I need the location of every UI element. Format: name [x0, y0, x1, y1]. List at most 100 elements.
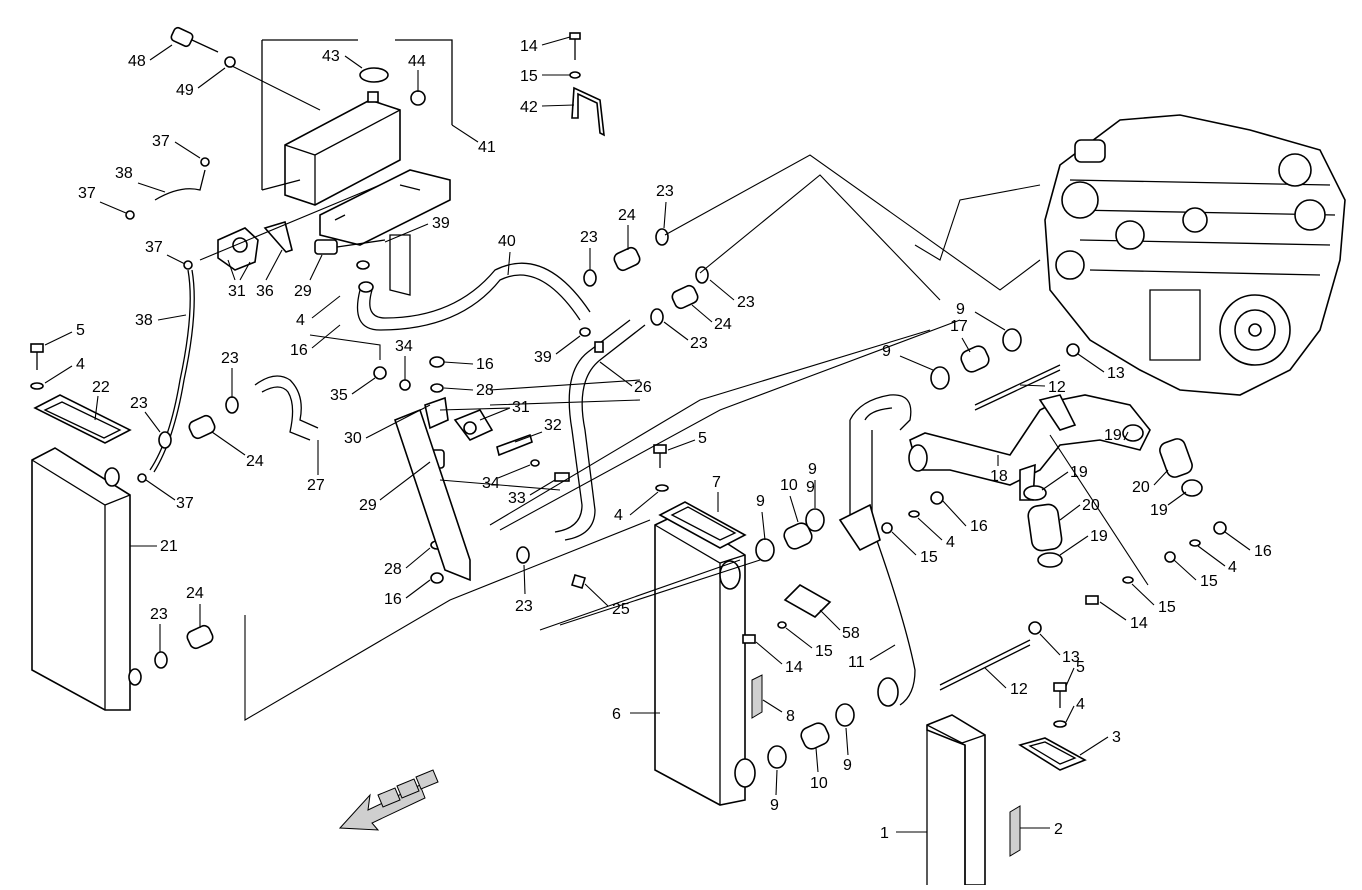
callout-42: 42	[520, 99, 538, 116]
callout-4: 4	[614, 507, 623, 524]
hose-holder-31	[217, 220, 293, 271]
engine-drawing	[1044, 114, 1346, 396]
tank-mount-frame	[319, 169, 451, 296]
callout-34: 34	[395, 338, 413, 355]
callout-35: 35	[330, 387, 348, 404]
callout-23: 23	[580, 229, 598, 246]
callout-9: 9	[882, 343, 891, 360]
callout-15: 15	[815, 643, 833, 660]
clamps-17-9	[930, 328, 1022, 390]
callout-40: 40	[498, 233, 516, 250]
callout-13: 13	[1062, 649, 1080, 666]
callout-23: 23	[690, 335, 708, 352]
callout-19: 19	[1104, 427, 1122, 444]
callout-9: 9	[843, 757, 852, 774]
callout-23: 23	[150, 606, 168, 623]
callout-14: 14	[1130, 615, 1148, 632]
level-sensor	[170, 26, 321, 111]
cover-22	[33, 394, 132, 444]
intercooler-6	[654, 501, 756, 806]
callout-4: 4	[1228, 559, 1237, 576]
callout-16: 16	[1254, 543, 1272, 560]
callout-49: 49	[176, 82, 194, 99]
callout-11: 11	[848, 654, 865, 671]
bolt-5-right	[1053, 682, 1067, 728]
callout-7: 7	[712, 474, 721, 491]
hose-set-left	[154, 375, 319, 669]
callout-37: 37	[78, 185, 96, 202]
callout-9: 9	[756, 493, 765, 510]
callout-25: 25	[612, 601, 630, 618]
bracket-42	[569, 32, 605, 137]
callout-33: 33	[508, 490, 526, 507]
radiator-21	[31, 447, 142, 711]
callout-9: 9	[770, 797, 779, 814]
callout-32: 32	[544, 417, 562, 434]
callout-24: 24	[714, 316, 732, 333]
hose-set-intercooler	[742, 508, 855, 769]
callout-24: 24	[618, 207, 636, 224]
callout-9: 9	[806, 479, 815, 496]
callout-43: 43	[322, 48, 340, 65]
expansion-tank	[261, 39, 453, 206]
part-1	[926, 714, 986, 886]
bracket-lower-30	[394, 408, 471, 582]
hose-set-top	[583, 228, 709, 326]
callout-36: 36	[256, 283, 274, 300]
callout-15: 15	[920, 549, 938, 566]
hose-set-19-20	[1023, 424, 1203, 568]
callout-5: 5	[1076, 659, 1085, 676]
callout-9: 9	[956, 301, 965, 318]
seal-2	[1009, 805, 1021, 857]
callout-17: 17	[950, 318, 968, 335]
vent-hose	[125, 157, 210, 483]
studs-12	[939, 343, 1080, 691]
callout-16: 16	[476, 356, 494, 373]
seal-8	[751, 674, 763, 719]
fasteners-right	[881, 491, 1227, 605]
callout-24: 24	[186, 585, 204, 602]
callout-39: 39	[534, 349, 552, 366]
callout-23: 23	[515, 598, 533, 615]
callout-labels: 48 49 43 44 41 14 15 42 37 38 37 37 38 3…	[44, 36, 1272, 842]
callout-22: 22	[92, 379, 110, 396]
bolt-5-left	[30, 343, 44, 390]
callout-9: 9	[808, 461, 817, 478]
callout-5: 5	[698, 430, 707, 447]
callout-28: 28	[476, 382, 494, 399]
callout-41: 41	[478, 139, 496, 156]
callout-15: 15	[1158, 599, 1176, 616]
callout-14: 14	[785, 659, 803, 676]
callout-34: 34	[482, 475, 500, 492]
assembly-lines	[199, 154, 1149, 721]
callout-14: 14	[520, 38, 538, 55]
hose-40	[356, 262, 591, 331]
callout-29: 29	[359, 497, 377, 514]
callout-21: 21	[160, 538, 178, 555]
callout-4: 4	[1076, 696, 1085, 713]
callout-18: 18	[990, 468, 1008, 485]
callout-1: 1	[880, 825, 889, 842]
callout-10: 10	[780, 477, 798, 494]
callout-8: 8	[786, 708, 795, 725]
callout-20: 20	[1082, 497, 1100, 514]
callout-15: 15	[1200, 573, 1218, 590]
callout-13: 13	[1107, 365, 1125, 382]
callout-31: 31	[228, 283, 246, 300]
callout-16: 16	[384, 591, 402, 608]
callout-15: 15	[520, 68, 538, 85]
callout-3: 3	[1112, 729, 1121, 746]
callout-19: 19	[1090, 528, 1108, 545]
callout-4: 4	[946, 534, 955, 551]
callout-37: 37	[176, 495, 194, 512]
callout-19: 19	[1150, 502, 1168, 519]
callout-5: 5	[76, 322, 85, 339]
callout-23: 23	[737, 294, 755, 311]
pipe-11	[838, 394, 916, 707]
callout-16: 16	[290, 342, 308, 359]
callout-16: 16	[970, 518, 988, 535]
callout-6: 6	[612, 706, 621, 723]
callout-31: 31	[512, 399, 530, 416]
